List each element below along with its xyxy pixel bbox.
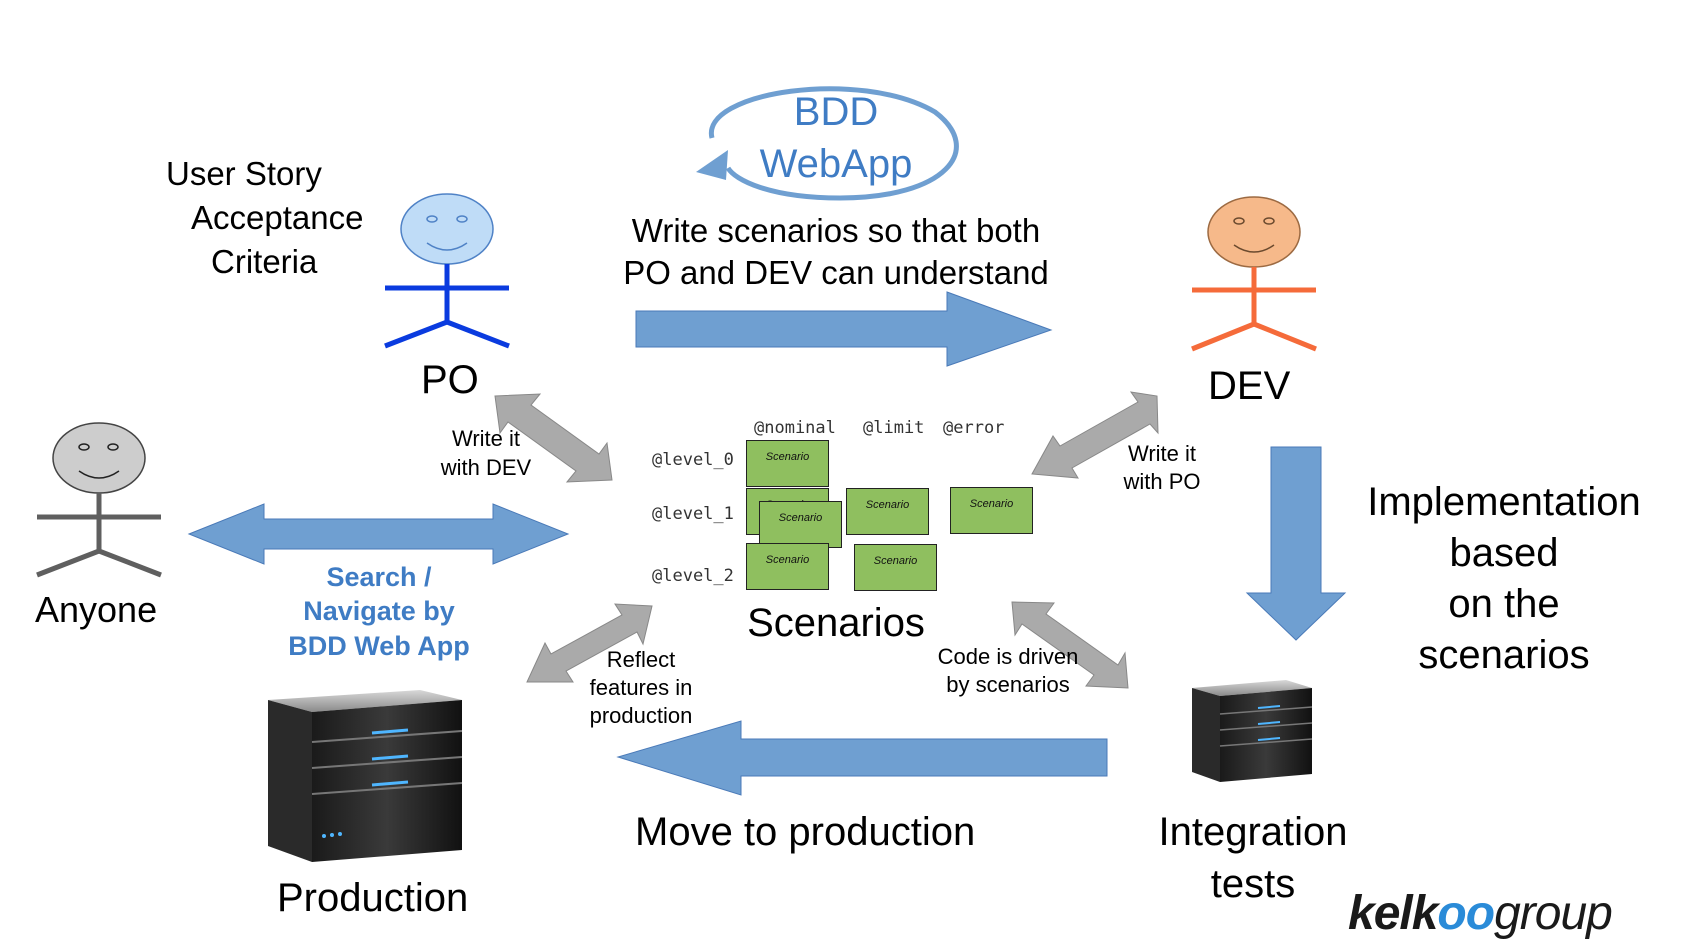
scenario-card-label: Scenario <box>969 498 1014 510</box>
tag-level0: @level_0 <box>652 450 734 470</box>
logo-oo: oo <box>1437 887 1495 940</box>
reflect-line2: features in <box>589 675 693 700</box>
user-story-line3: Criteria <box>211 243 318 280</box>
dev-figure-icon <box>1191 196 1317 352</box>
code-driven-line2: by scenarios <box>946 672 1070 697</box>
reflect-line3: production <box>589 703 693 728</box>
scenario-card-label: Scenario <box>765 451 810 463</box>
dev-scenarios-arrow <box>1031 391 1159 479</box>
implementation-line2: based <box>1449 531 1559 575</box>
bdd-logo-line2: WebApp <box>759 142 913 186</box>
dev-label: DEV <box>1208 364 1291 408</box>
tag-limit: @limit <box>863 418 925 438</box>
write-with-po-line2: with PO <box>1123 469 1201 494</box>
integration-line1: Integration <box>1158 810 1348 854</box>
tag-level2: @level_2 <box>652 566 734 586</box>
search-line1: Search / <box>326 562 432 592</box>
production-server-icon <box>268 690 463 862</box>
integration-server-icon <box>1192 680 1313 782</box>
scenario-card-label: Scenario <box>873 555 918 567</box>
bdd-loop-icon <box>696 86 959 201</box>
logo-kelk: kelk <box>1348 887 1438 940</box>
scenario-card: Scenario <box>846 488 929 535</box>
move-to-production-label: Move to production <box>635 810 976 854</box>
scenario-card-label: Scenario <box>778 512 823 524</box>
integration-line2: tests <box>1210 862 1296 906</box>
po-figure-icon <box>384 193 510 349</box>
scenario-card: Scenario <box>746 440 829 487</box>
scenario-card-label: Scenario <box>765 554 810 566</box>
anyone-figure-icon <box>36 422 162 578</box>
write-with-dev-line2: with DEV <box>440 455 532 480</box>
scenario-card-label: Scenario <box>865 499 910 511</box>
search-line3: BDD Web App <box>288 631 470 661</box>
implementation-line4: scenarios <box>1418 633 1590 677</box>
write-with-dev-line1: Write it <box>451 426 521 451</box>
production-scenarios-arrow <box>526 603 653 683</box>
anyone-label: Anyone <box>35 589 158 630</box>
scenario-card: Scenario <box>950 487 1033 534</box>
po-label: PO <box>421 358 479 402</box>
code-driven-line1: Code is driven <box>937 644 1079 669</box>
dev-to-integration-arrow <box>1245 446 1347 641</box>
production-label: Production <box>277 876 469 920</box>
integration-scenarios-arrow <box>1011 601 1129 689</box>
implementation-line3: on the <box>1448 582 1560 626</box>
scenario-card: Scenario <box>854 544 937 591</box>
user-story-line2: Acceptance <box>191 199 364 236</box>
scenarios-title: Scenarios <box>747 601 925 645</box>
user-story-line1: User Story <box>166 155 322 192</box>
bdd-logo-line1: BDD <box>793 90 879 134</box>
write-scenarios-line1: Write scenarios so that both <box>631 212 1041 249</box>
implementation-line1: Implementation <box>1367 480 1641 524</box>
search-line2: Navigate by <box>303 596 455 626</box>
tag-error: @error <box>943 418 1005 438</box>
po-scenarios-arrow <box>494 393 613 483</box>
reflect-line1: Reflect <box>606 647 676 672</box>
logo-group: group <box>1494 887 1613 940</box>
scenario-card: Scenario <box>746 543 829 590</box>
move-to-production-arrow <box>616 720 1108 796</box>
write-scenarios-line2: PO and DEV can understand <box>623 254 1049 291</box>
scenario-card: Scenario <box>759 501 842 548</box>
tag-level1: @level_1 <box>652 504 734 524</box>
write-with-po-line1: Write it <box>1127 441 1197 466</box>
po-to-dev-arrow <box>635 291 1053 367</box>
anyone-scenarios-arrow <box>187 503 570 565</box>
tag-nominal: @nominal <box>754 418 836 438</box>
kelkoo-group-logo: kelkoogroup <box>1348 887 1613 941</box>
